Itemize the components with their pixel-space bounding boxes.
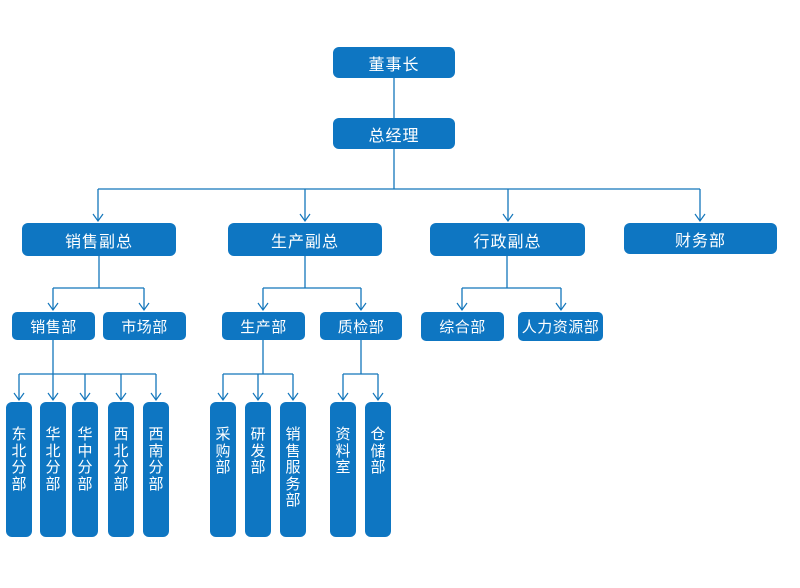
node-hr-dept: 人力资源部	[518, 312, 603, 341]
node-branch-north-china: 华北分部	[40, 402, 66, 537]
node-branch-central-china: 华中分部	[72, 402, 98, 537]
node-qc-dept: 质检部	[320, 312, 402, 340]
node-branch-southwest: 西南分部	[143, 402, 169, 537]
node-general-affairs-dept: 综合部	[421, 312, 504, 341]
node-warehouse-dept: 仓储部	[365, 402, 391, 537]
node-purchasing-dept: 采购部	[210, 402, 236, 537]
node-archives-room: 资料室	[330, 402, 356, 537]
node-chairman: 董事长	[333, 47, 455, 78]
node-production-dept: 生产部	[222, 312, 305, 340]
node-sales-service-dept: 销售服务部	[280, 402, 306, 537]
node-sales-vp: 销售副总	[22, 223, 176, 256]
node-general-manager: 总经理	[333, 118, 455, 149]
node-marketing-dept: 市场部	[103, 312, 186, 340]
node-admin-vp: 行政副总	[430, 223, 585, 256]
node-finance-dept: 财务部	[624, 223, 777, 254]
node-production-vp: 生产副总	[228, 223, 382, 256]
node-sales-dept: 销售部	[12, 312, 95, 340]
node-branch-northwest: 西北分部	[108, 402, 134, 537]
node-rnd-dept: 研发部	[245, 402, 271, 537]
node-branch-northeast: 东北分部	[6, 402, 32, 537]
